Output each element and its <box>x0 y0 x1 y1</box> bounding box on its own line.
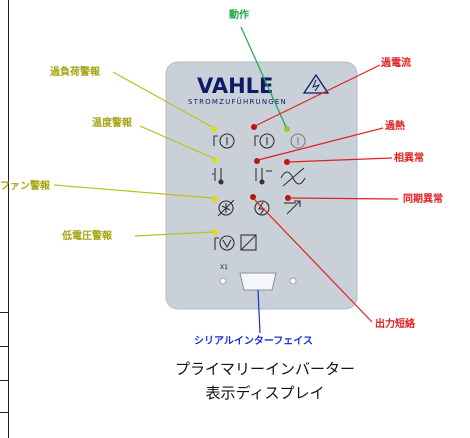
warning-leaders <box>53 71 214 237</box>
leader-overheat <box>257 127 384 161</box>
fan-disabled-icon <box>217 199 235 217</box>
led-fan <box>212 196 218 202</box>
thermometer-max-icon <box>255 168 272 185</box>
leader-fan <box>53 184 214 199</box>
leader-overload <box>112 71 213 128</box>
leader-operation <box>240 26 287 128</box>
operation-current-icon <box>290 133 306 149</box>
label-temperature-warning: 温度警報 <box>92 116 133 129</box>
table-row-divider <box>0 412 9 413</box>
led-undervoltage <box>212 229 218 235</box>
table-row-divider <box>0 346 9 347</box>
leader-overcurrent <box>254 64 381 127</box>
led-operation <box>284 126 290 132</box>
led-temperature <box>212 157 218 163</box>
connector-label: X1 <box>220 264 228 271</box>
overload-current-icon <box>213 133 235 149</box>
leader-phase <box>287 157 393 163</box>
display-panel <box>165 61 358 310</box>
label-phase-abnormal: 相異常 <box>394 151 424 164</box>
dc-ac-converter-icon <box>240 234 257 251</box>
leader-temperature <box>139 125 214 159</box>
label-fan-warning: ファン警報 <box>0 179 51 192</box>
brand-subtitle: STROMZUFÜHRUNGEN <box>188 97 287 106</box>
brand-logo: VAHLE <box>197 74 273 98</box>
label-overcurrent: 過電流 <box>380 56 411 69</box>
table-border-left <box>8 0 9 438</box>
led-sync <box>285 195 291 201</box>
led-overheat <box>254 158 260 164</box>
led-overload <box>211 126 217 132</box>
leader-serial <box>257 289 261 334</box>
led-output-short <box>250 194 256 200</box>
label-output-short: 出力短絡 <box>375 317 416 330</box>
label-overheat: 過熱 <box>384 119 405 132</box>
sync-arrow-icon <box>284 200 301 215</box>
label-overload-warning: 過負荷警報 <box>49 65 101 78</box>
error-leaders <box>253 64 399 323</box>
label-sync-abnormal: 同期異常 <box>403 192 443 205</box>
caption-line-2: 表示ディスプレイ <box>206 384 325 402</box>
table-row-divider <box>0 312 9 313</box>
undervoltage-icon <box>214 235 235 251</box>
leader-output-short <box>253 198 373 323</box>
leader-undervoltage <box>134 231 214 237</box>
caption-line-1: プライマリーインバーター <box>175 360 355 378</box>
leader-sync <box>288 197 399 200</box>
label-operation: 動作 <box>229 8 249 21</box>
thermometer-icon <box>212 168 224 185</box>
label-serial-interface: シリアルインターフェイス <box>194 335 313 347</box>
serial-connector-icon <box>219 272 297 291</box>
phase-wave-icon <box>280 167 306 187</box>
label-undervoltage-warning: 低電圧警報 <box>61 229 113 242</box>
led-phase <box>284 159 290 165</box>
table-row-divider <box>0 380 9 381</box>
warning-triangle-icon <box>302 73 330 94</box>
overcurrent-icon <box>254 133 275 149</box>
